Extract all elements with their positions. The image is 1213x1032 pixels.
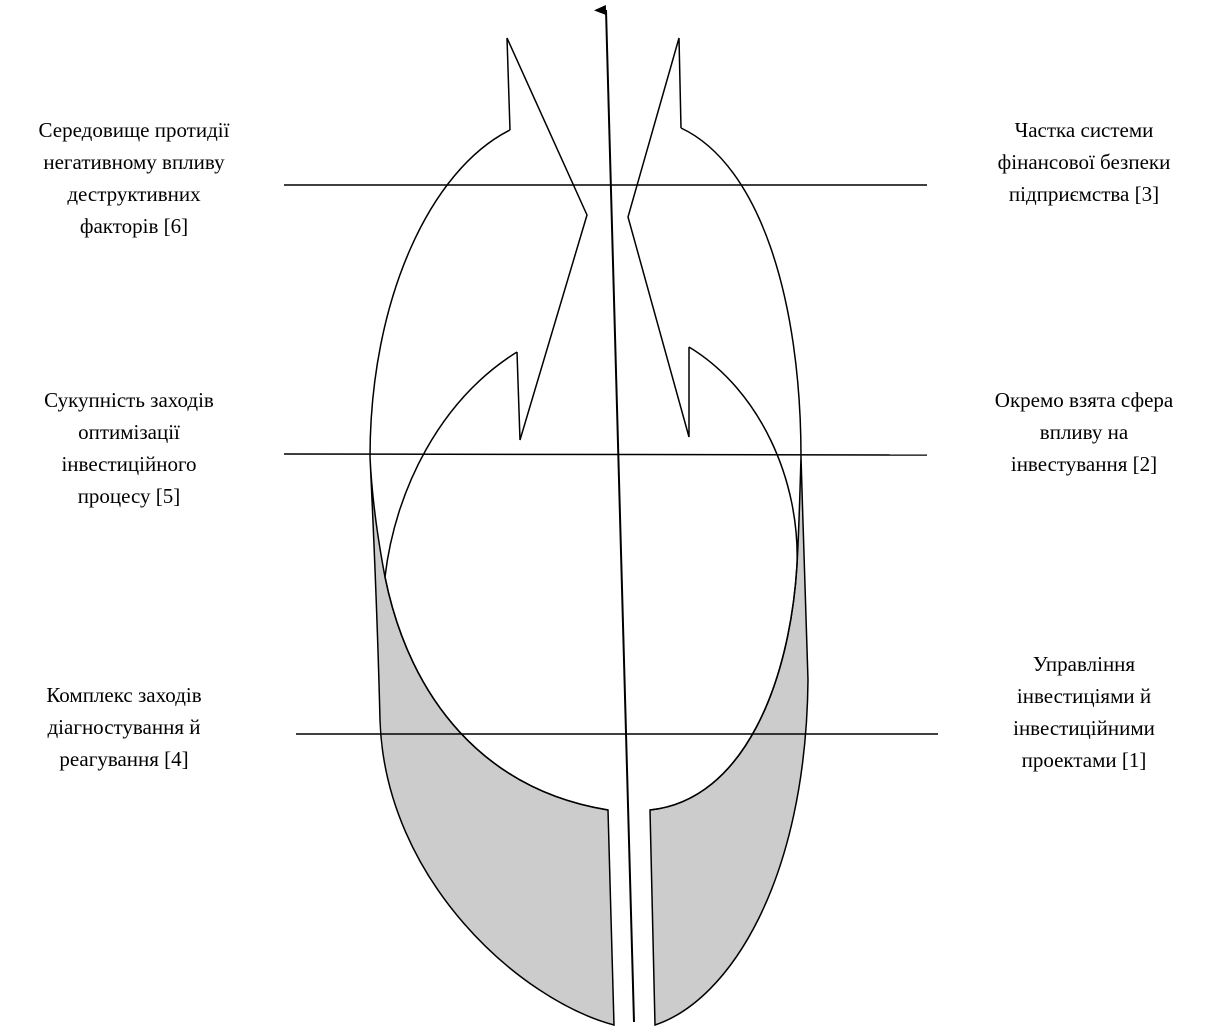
label-line: інвестування [2] [955, 448, 1213, 480]
upper-arrow-left [507, 38, 587, 440]
label-line: інвестиційними [955, 712, 1213, 744]
label-line: впливу на [955, 416, 1213, 448]
label-line: процесу [5] [0, 480, 258, 512]
outer-contour-left [370, 130, 510, 457]
label-line: діагностування й [0, 711, 248, 743]
label-line: проектами [1] [955, 744, 1213, 776]
label-top-left: Середовище протидії негативному впливу д… [0, 114, 268, 242]
label-bottom-left: Комплекс заходів діагностування й реагув… [0, 679, 248, 775]
label-line: фінансової безпеки [955, 146, 1213, 178]
label-line: Середовище протидії [0, 114, 268, 146]
label-line: оптимізації [0, 416, 258, 448]
label-middle-right: Окремо взята сфера впливу на інвестуванн… [955, 384, 1213, 480]
label-line: негативному впливу [0, 146, 268, 178]
label-line: Управління [955, 648, 1213, 680]
label-line: інвестиційного [0, 448, 258, 480]
label-line: інвестиціями й [955, 680, 1213, 712]
outer-contour-right [681, 128, 801, 457]
label-line: Комплекс заходів [0, 679, 248, 711]
label-line: факторів [6] [0, 210, 268, 242]
label-top-right: Частка системи фінансової безпеки підпри… [955, 114, 1213, 210]
label-line: реагування [4] [0, 743, 248, 775]
upper-arrow-right [628, 38, 689, 437]
label-middle-left: Сукупність заходів оптимізації інвестиці… [0, 384, 258, 512]
label-line: Окремо взята сфера [955, 384, 1213, 416]
label-line: деструктивних [0, 178, 268, 210]
label-line: підприємства [3] [955, 178, 1213, 210]
label-line: Частка системи [955, 114, 1213, 146]
level-line-middle [284, 454, 927, 455]
shaded-region-right [650, 457, 808, 1025]
label-line: Сукупність заходів [0, 384, 258, 416]
label-bottom-right: Управління інвестиціями й інвестиційними… [955, 648, 1213, 776]
shaded-region-left [370, 457, 614, 1025]
